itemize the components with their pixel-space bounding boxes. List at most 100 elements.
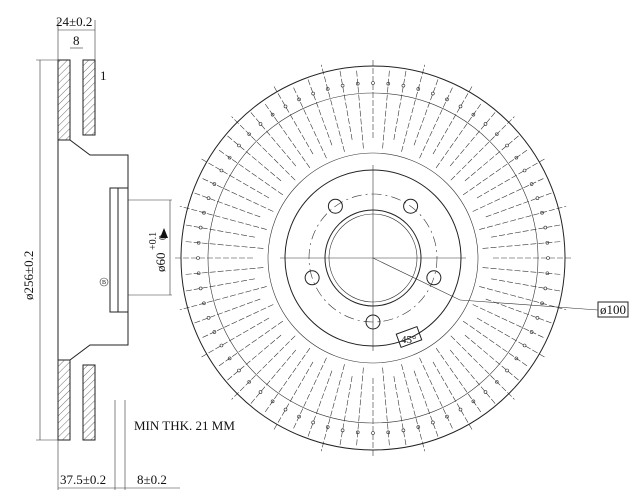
vent-hole	[196, 271, 201, 276]
vane-line	[393, 70, 407, 140]
vent-hole	[494, 379, 499, 384]
vent-hole	[355, 81, 360, 86]
vent-hole	[212, 330, 217, 334]
vane-line	[491, 278, 561, 292]
vent-hole	[535, 196, 540, 200]
bore-tol-upper: +0.1	[148, 232, 159, 250]
vane-line	[450, 116, 515, 181]
marker-label: 1	[100, 68, 107, 83]
vane-line	[419, 85, 454, 159]
vent-hole	[196, 240, 201, 245]
vent-hole	[458, 104, 463, 109]
vent-hole	[416, 87, 421, 91]
vent-hole	[311, 420, 315, 425]
vent-hole	[483, 390, 488, 394]
vane-line	[179, 286, 267, 311]
dim-angle: 45°	[401, 334, 416, 346]
vane-line	[476, 157, 547, 199]
vane-line	[435, 347, 483, 414]
vane-line	[339, 376, 353, 446]
vane-line	[199, 317, 270, 359]
dim-pcd: ø100	[600, 302, 626, 317]
dim-outer-diameter: ø256±0.2	[21, 251, 36, 300]
vane-line	[292, 357, 327, 431]
vane-line	[263, 347, 311, 414]
vane-line	[227, 334, 282, 381]
vent-hole	[494, 132, 499, 137]
vane-line	[272, 361, 314, 432]
vent-hole	[505, 143, 509, 148]
vane-line	[272, 84, 314, 155]
vane-line	[217, 148, 284, 196]
vent-hole	[270, 399, 275, 404]
vane-line	[462, 320, 529, 368]
vent-hole	[522, 343, 527, 348]
bolt-hole	[327, 198, 343, 214]
vent-hole	[325, 425, 330, 429]
dim-vane-gap: 8	[73, 33, 80, 48]
vane-line	[200, 177, 274, 212]
datum-triangle	[160, 228, 168, 238]
vent-hole	[227, 155, 232, 160]
vane-line	[413, 370, 439, 437]
vane-line	[479, 286, 567, 311]
vent-hole	[458, 407, 463, 412]
min-thickness-note: MIN THK. 21 MM	[134, 418, 235, 433]
vane-line	[194, 298, 261, 324]
vent-hole	[247, 379, 252, 384]
bolt-hole	[426, 270, 442, 286]
vane-line	[292, 85, 327, 159]
vent-hole	[283, 407, 288, 412]
vane-line	[250, 349, 297, 404]
vent-hole	[283, 104, 288, 109]
vane-line	[263, 102, 311, 169]
vent-hole	[202, 301, 206, 306]
vent-hole	[311, 91, 315, 96]
vane-line	[194, 192, 261, 218]
vent-hole	[237, 143, 241, 148]
vane-line	[250, 112, 297, 167]
vane-line	[393, 376, 407, 446]
vent-hole	[529, 182, 534, 186]
vent-hole	[401, 83, 406, 88]
vane-line	[382, 367, 390, 448]
vent-hole	[371, 431, 375, 435]
vane-line	[435, 102, 483, 169]
datum-label: B	[102, 280, 106, 286]
vane-line	[450, 335, 515, 400]
dim-hat-thickness: 8±0.2	[137, 472, 167, 487]
vent-hole	[198, 225, 203, 230]
vent-hole	[505, 368, 509, 373]
vent-hole	[206, 196, 211, 200]
vent-hole	[445, 97, 449, 102]
vent-hole	[202, 210, 206, 215]
vent-hole	[540, 210, 544, 215]
vent-hole	[431, 420, 435, 425]
vent-hole	[386, 430, 391, 435]
vane-line	[401, 64, 426, 152]
vane-line	[482, 267, 563, 275]
vane-line	[462, 148, 529, 196]
vane-line	[217, 320, 284, 368]
vane-line	[401, 364, 426, 452]
vane-line	[199, 157, 270, 199]
bolt-hole	[403, 198, 419, 214]
vent-hole	[237, 368, 241, 373]
vane-line	[227, 135, 282, 182]
vent-hole	[325, 87, 330, 91]
vent-hole	[545, 240, 550, 245]
vane-line	[485, 192, 552, 218]
vent-hole	[543, 225, 548, 230]
vent-hole	[206, 316, 211, 320]
vane-line	[320, 364, 345, 452]
vane-line	[449, 349, 496, 404]
vent-hole	[483, 122, 488, 126]
vane-line	[472, 304, 546, 339]
vent-hole	[270, 112, 275, 117]
vane-line	[185, 278, 255, 292]
vane-line	[200, 304, 274, 339]
vent-hole	[247, 132, 252, 137]
vane-line	[464, 334, 519, 381]
vent-hole	[535, 316, 540, 320]
vane-line	[231, 335, 296, 400]
